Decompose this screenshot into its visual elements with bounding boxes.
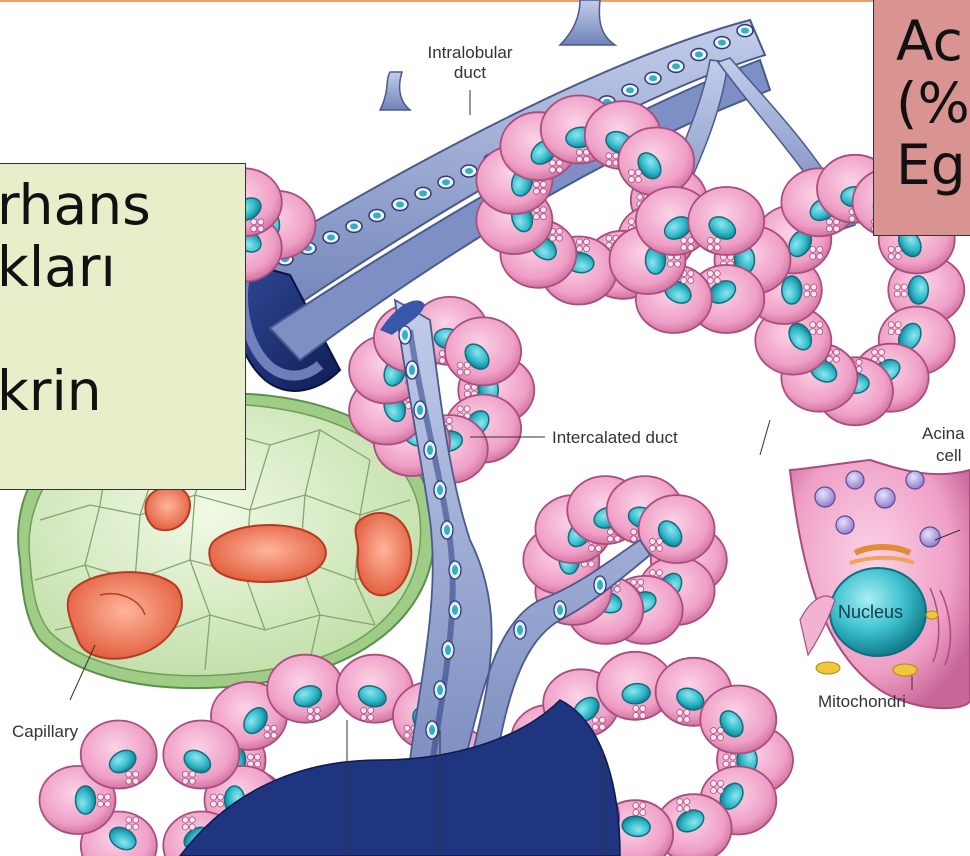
acinar-cell-label: Acina cell — [922, 423, 965, 467]
capillary-label: Capillary — [12, 722, 78, 742]
acinar-cell-label-line1: Acina — [922, 423, 965, 445]
intralobular-duct-label-line2: duct — [405, 63, 535, 83]
intralobular-duct-label-line1: Intralobular — [405, 43, 535, 63]
intercalated-duct-label: Intercalated duct — [552, 428, 678, 448]
nucleus-label: Nucleus — [838, 602, 903, 623]
overlay-left-line-1: rhans — [0, 175, 151, 235]
overlay-left-line-2: kları — [0, 237, 116, 297]
overlay-left-line-4: krin — [0, 361, 102, 421]
mitochondria-label: Mitochondri — [818, 692, 906, 712]
acinar-overlay-textbox: Ac (% Eg — [873, 0, 970, 236]
intralobular-duct-label: Intralobular duct — [405, 43, 535, 83]
overlay-right-line-1: Ac — [896, 11, 963, 71]
overlay-right-line-2: (% — [896, 73, 970, 133]
islet-overlay-textbox: rhans kları krin — [0, 163, 246, 490]
overlay-right-line-3: Eg — [896, 135, 966, 195]
acinar-cell-label-line2: cell — [922, 445, 965, 467]
acinar-cell-detail — [790, 460, 970, 708]
